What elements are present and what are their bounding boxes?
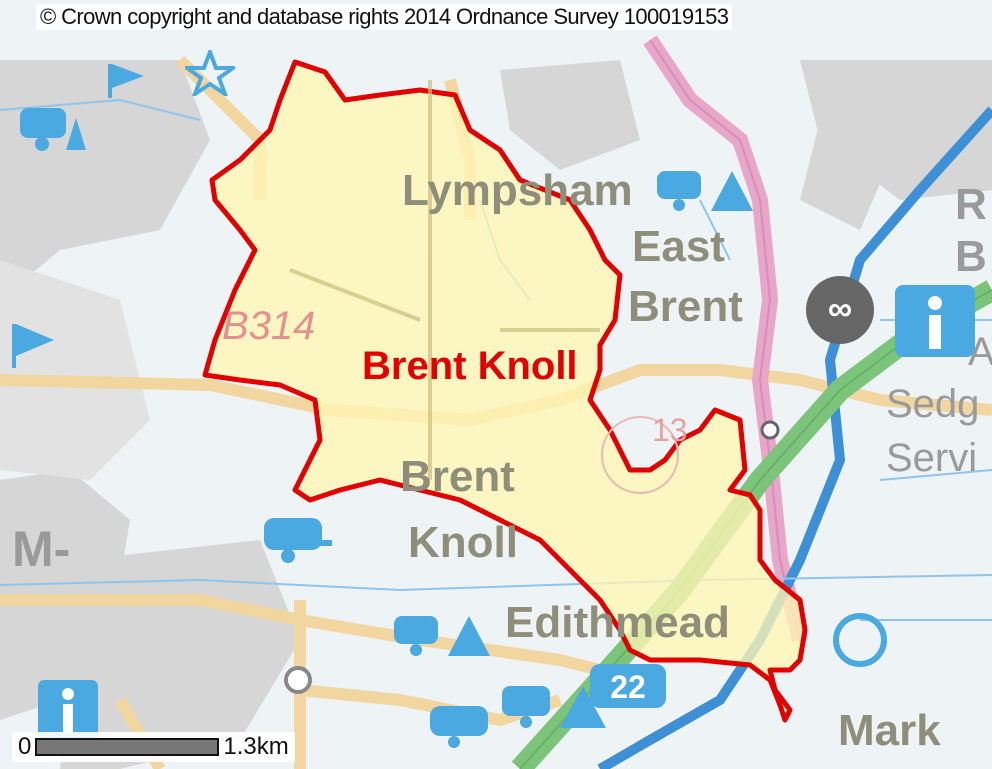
scale-bar: 0 1.3km [12, 732, 295, 762]
scale-start-label: 0 [18, 733, 32, 760]
place-label-a: A [968, 330, 992, 374]
place-label-east: East [632, 222, 725, 271]
junction-marker [760, 420, 780, 440]
copyright-notice: © Crown copyright and database rights 20… [36, 4, 733, 30]
place-label-servi: Servi [886, 436, 978, 480]
area-title: Brent Knoll [362, 344, 578, 388]
svg-text:22: 22 [610, 669, 646, 705]
place-label-brent-east: Brent [628, 282, 743, 331]
spot-height-label: 13 [652, 412, 688, 448]
place-label-edithmead: Edithmead [505, 598, 730, 647]
svg-text:∞: ∞ [828, 290, 852, 328]
place-label-r: R [955, 180, 987, 229]
contour-ring [601, 416, 679, 494]
place-label-knoll: Knoll [408, 518, 518, 567]
river [597, 106, 992, 769]
place-label-sedg: Sedg [886, 382, 980, 426]
place-label-brent: Brent [400, 452, 515, 501]
scale-bar-graphic [35, 738, 220, 756]
place-label-lympsham: Lympsham [402, 166, 633, 215]
brent-knoll-boundary[interactable] [202, 59, 808, 723]
road-label-b314: B314 [222, 304, 316, 348]
place-label-m: M- [12, 521, 71, 577]
scale-end-label: 1.3km [223, 733, 289, 760]
place-label-mark: Mark [838, 706, 941, 755]
place-label-b: B [955, 232, 987, 281]
